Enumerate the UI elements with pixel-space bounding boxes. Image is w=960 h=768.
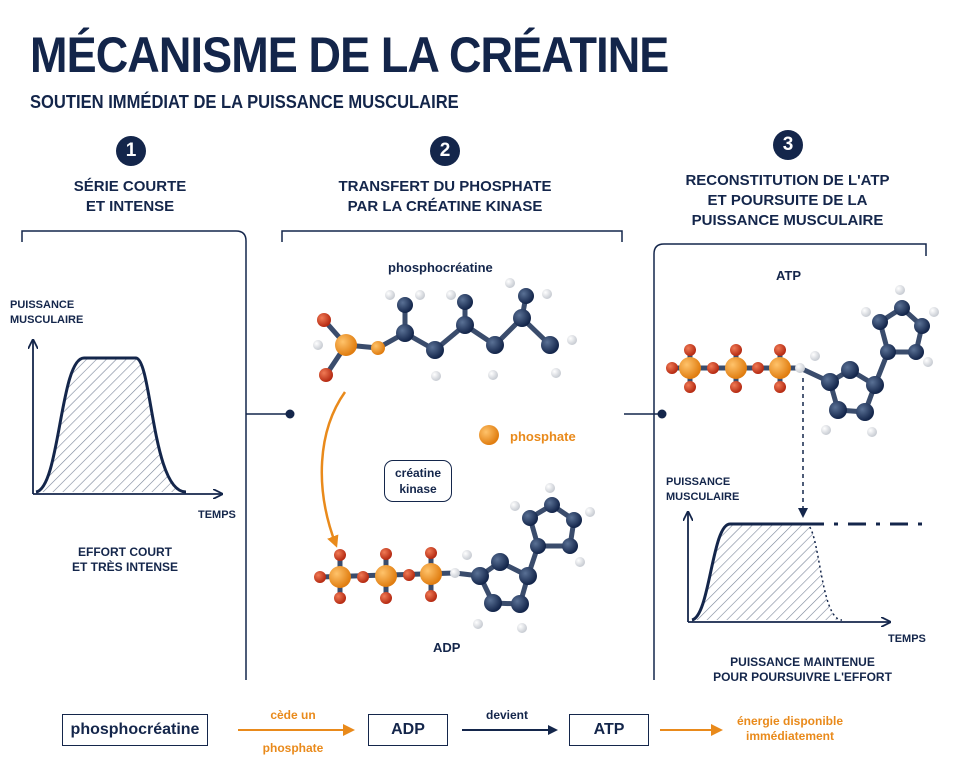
- step-3-badge: 3: [773, 130, 803, 160]
- flow-result-label: énergie disponible immédiatement: [736, 714, 844, 743]
- adp-label: ADP: [433, 640, 461, 655]
- panel-2-frame: [281, 230, 623, 242]
- panel-3-y-axis-label: PUISSANCE MUSCULAIRE: [666, 476, 740, 503]
- page-subtitle: SOUTIEN IMMÉDIAT DE LA PUISSANCE MUSCULA…: [30, 92, 459, 112]
- flow-box-phosphocreatine: phosphocréatine: [62, 714, 208, 746]
- phosphocreatine-label: phosphocréatine: [388, 260, 493, 275]
- connector-dot-2: [657, 409, 667, 419]
- step-3-title: RECONSTITUTION DE L'ATP ET POURSUITE DE …: [685, 172, 890, 229]
- atp-label: ATP: [776, 268, 802, 283]
- panel-1-y-axis-label: PUISSANCE MUSCULAIRE: [10, 299, 84, 326]
- transfer-arrow: [320, 391, 347, 548]
- adp-molecule: [314, 483, 595, 633]
- panel-3-frame: [653, 243, 927, 680]
- flow-arrow-1-top-label: cède un: [270, 708, 316, 722]
- step-1-title: SÉRIE COURTE ET INTENSE: [73, 178, 187, 215]
- panel-1-frame: [21, 230, 247, 680]
- atp-molecule: [666, 285, 939, 437]
- panel-1-caption: EFFORT COURT ET TRÈS INTENSE: [71, 545, 178, 574]
- step-2-title: TRANSFERT DU PHOSPHATE PAR LA CRÉATINE K…: [338, 178, 552, 215]
- panel-1-x-axis-label: TEMPS: [198, 509, 236, 521]
- flow-arrow-1-bottom-label: phosphate: [262, 741, 324, 755]
- phosphocreatine-molecule: [313, 278, 577, 382]
- flow-box-atp: ATP: [569, 714, 649, 746]
- panel-3-chart: [688, 378, 925, 622]
- step-1-badge: 1: [116, 136, 146, 166]
- phosphate-atom: [479, 425, 499, 445]
- step-2-badge: 2: [430, 136, 460, 166]
- page-title: MÉCANISME DE LA CRÉATINE: [30, 27, 669, 83]
- panel-3-caption: PUISSANCE MAINTENUE POUR POURSUIVRE L'EF…: [713, 655, 892, 684]
- panel-3-x-axis-label: TEMPS: [888, 633, 926, 645]
- creatine-kinase-box: créatine kinase: [384, 460, 452, 502]
- phosphate-label: phosphate: [510, 429, 576, 444]
- connector-dot-1: [285, 409, 295, 419]
- flow-arrow-2-label: devient: [485, 708, 528, 722]
- panel-1-chart: [33, 340, 222, 494]
- flow-box-adp: ADP: [368, 714, 448, 746]
